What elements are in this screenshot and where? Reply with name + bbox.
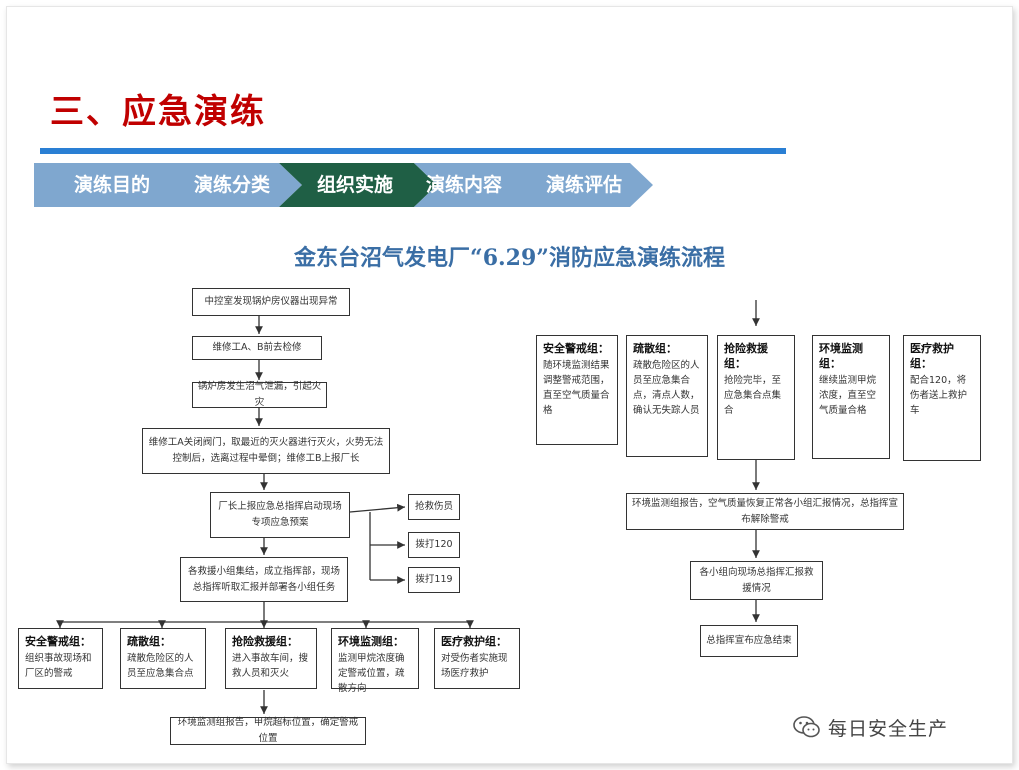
slide-title: 三、应急演练: [50, 92, 266, 132]
left-group-security: 安全警戒组： 组织事故现场和厂区的警戒: [18, 628, 103, 689]
diagram-title: 金东台沼气发电厂“6.29”消防应急演练流程: [294, 245, 725, 271]
left-group-medical: 医疗救护组： 对受伤者实施现场医疗救护: [434, 628, 520, 689]
tab-organize[interactable]: 组织实施: [316, 174, 393, 196]
group-name: 安全警戒组：: [25, 635, 91, 648]
group-name: 环境监测组：: [819, 342, 863, 370]
action-call-119: 拨打119: [408, 567, 460, 593]
group-task: 组织事故现场和厂区的警戒: [25, 653, 92, 679]
flow-step-6: 各救援小组集结，成立指挥部，现场总指挥听取汇报并部署各小组任务: [180, 557, 348, 602]
group-task: 疏散危险区的人员至应急集合点: [127, 653, 194, 679]
tab-bg-1: [34, 163, 302, 207]
tab-evaluation[interactable]: 演练评估: [545, 174, 622, 196]
nav-arrows: [34, 163, 653, 207]
group-name: 医疗救护组：: [910, 342, 954, 370]
right-group-monitoring: 环境监测组： 继续监测甲烷浓度，直至空气质量合格: [812, 335, 890, 459]
group-name: 抢险救援组：: [232, 635, 298, 648]
tab-purpose[interactable]: 演练目的: [73, 174, 150, 196]
right-group-security: 安全警戒组： 随环境监测结果调整警戒范围，直至空气质量合格: [536, 335, 618, 445]
group-task: 对受伤者实施现场医疗救护: [441, 653, 508, 679]
watermark-text: 每日安全生产: [828, 717, 949, 740]
tab-bg-active: [279, 163, 437, 207]
section-nav: 演练目的 演练分类 组织实施 演练内容 演练评估: [34, 163, 654, 207]
left-final-step: 环境监测组报告，甲烷超标位置，确定警戒位置: [170, 717, 366, 745]
title-underline: [40, 148, 786, 154]
left-group-monitoring: 环境监测组： 监测甲烷浓度确定警戒位置，疏散方向: [331, 628, 419, 694]
group-name: 抢险救援组：: [724, 342, 768, 370]
right-group-evacuation: 疏散组： 疏散危险区的人员至应急集合点，清点人数，确认无失踪人员: [626, 335, 708, 457]
flow-step-3: 锅炉房发生沼气泄漏，引起火灾: [192, 381, 327, 408]
action-rescue: 抢救伤员: [408, 494, 460, 520]
group-name: 安全警戒组：: [543, 342, 609, 355]
group-task: 疏散危险区的人员至应急集合点，清点人数，确认无失踪人员: [633, 360, 700, 416]
tab-bg-3: [414, 163, 653, 207]
group-name: 医疗救护组：: [441, 635, 507, 648]
flow-step-4: 维修工A关闭阀门，取最近的灭火器进行灭火，火势无法控制后，选离过程中晕倒；维修工…: [142, 428, 390, 474]
flow-step-5: 厂长上报应急总指挥启动现场专项应急预案: [210, 492, 350, 538]
left-group-rescue: 抢险救援组： 进入事故车间，搜救人员和灭火: [225, 628, 317, 689]
group-task: 进入事故车间，搜救人员和灭火: [232, 653, 309, 679]
right-flow-step-3: 总指挥宣布应急结束: [700, 625, 798, 657]
group-task: 监测甲烷浓度确定警戒位置，疏散方向: [338, 653, 405, 694]
watermark: 每日安全生产: [792, 712, 948, 742]
group-name: 疏散组：: [127, 635, 171, 648]
action-call-120: 拨打120: [408, 532, 460, 558]
group-task: 随环境监测结果调整警戒范围，直至空气质量合格: [543, 360, 610, 416]
wechat-icon: [793, 716, 820, 738]
group-task: 抢险完毕，至应急集合点集合: [724, 375, 782, 416]
tab-category[interactable]: 演练分类: [193, 174, 270, 196]
flow-step-2: 维修工A、B前去检修: [192, 336, 322, 360]
group-task: 继续监测甲烷浓度，直至空气质量合格: [819, 375, 877, 416]
right-flow-step-1: 环境监测组报告，空气质量恢复正常各小组汇报情况，总指挥宣布解除警戒: [626, 493, 904, 530]
right-flow-step-2: 各小组向现场总指挥汇报救援情况: [690, 561, 823, 600]
right-group-medical: 医疗救护组： 配合120，将伤者送上救护车: [903, 335, 981, 461]
group-task: 配合120，将伤者送上救护车: [910, 375, 968, 416]
group-name: 环境监测组：: [338, 635, 404, 648]
flow-step-1: 中控室发现锅炉房仪器出现异常: [192, 288, 350, 316]
group-name: 疏散组：: [633, 342, 677, 355]
left-group-evacuation: 疏散组： 疏散危险区的人员至应急集合点: [120, 628, 206, 689]
right-group-rescue: 抢险救援组： 抢险完毕，至应急集合点集合: [717, 335, 795, 460]
tab-content[interactable]: 演练内容: [425, 174, 502, 196]
